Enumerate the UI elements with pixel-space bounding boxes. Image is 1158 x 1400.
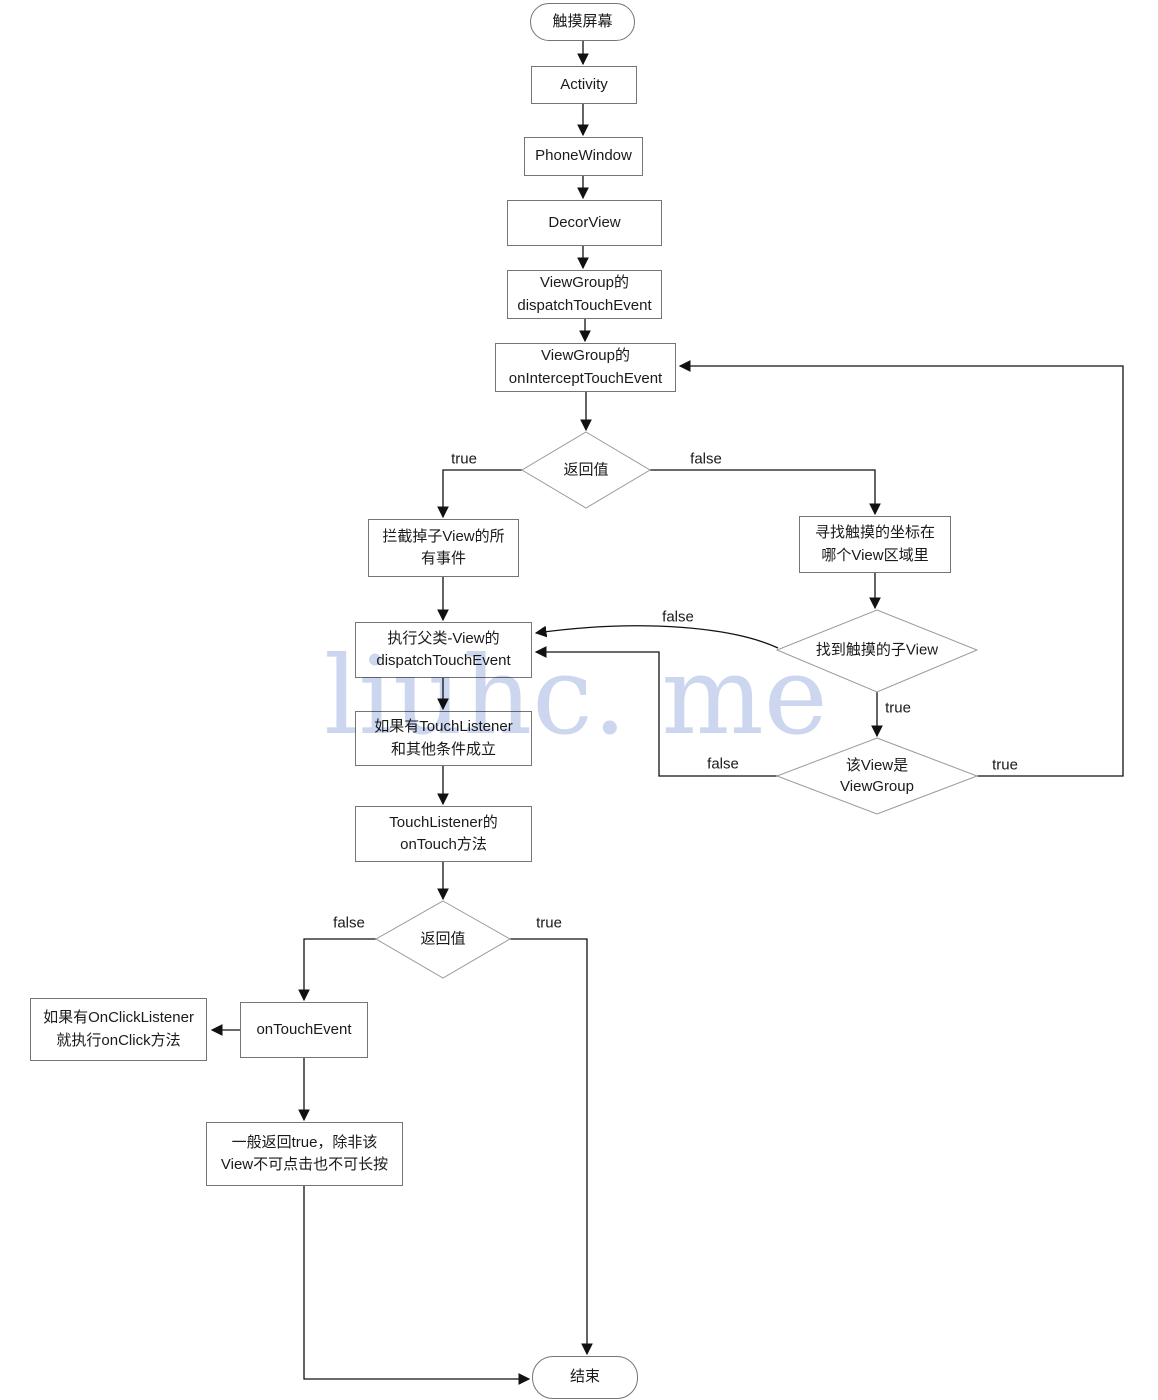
edge-isviewgroup-true-loop bbox=[678, 360, 1124, 777]
diamond-label-return-value-2: 返回值 bbox=[420, 930, 466, 948]
edge-label-foundchild-false: false bbox=[662, 608, 694, 626]
edge-defaulttrue-to-end bbox=[303, 1186, 531, 1385]
edge-label-returnvalue2-false: false bbox=[333, 914, 365, 932]
node-touchlistener-ontouch-method: TouchListener的 onTouch方法 bbox=[355, 806, 532, 862]
node-touch-screen: 触摸屏幕 bbox=[530, 3, 635, 41]
node-activity: Activity bbox=[531, 66, 637, 104]
node-viewgroup-dispatch-touch-event: ViewGroup的 dispatchTouchEvent bbox=[507, 270, 662, 319]
edge-isviewgroup-false bbox=[534, 646, 778, 777]
edge-label-returnvalue1-true: true bbox=[451, 450, 477, 468]
edge-returnvalue1-true bbox=[437, 469, 522, 519]
diamond-return-value-2 bbox=[374, 900, 512, 979]
node-intercept-all-child-events: 拦截掉子View的所 有事件 bbox=[368, 519, 519, 577]
edge-label-returnvalue2-true: true bbox=[536, 914, 562, 932]
diamond-is-viewgroup bbox=[775, 737, 979, 815]
node-find-touch-coords: 寻找触摸的坐标在 哪个View区域里 bbox=[799, 516, 951, 573]
node-has-touch-listener: 如果有TouchListener 和其他条件成立 bbox=[355, 711, 532, 766]
diamond-found-child-view bbox=[775, 609, 979, 693]
edge-label-isviewgroup-true: true bbox=[992, 756, 1018, 774]
node-phone-window: PhoneWindow bbox=[524, 137, 643, 176]
edge-label-returnvalue1-false: false bbox=[690, 450, 722, 468]
edge-returnvalue1-false bbox=[650, 469, 881, 516]
node-exec-parent-dispatch-touch-event: 执行父类-View的 dispatchTouchEvent bbox=[355, 622, 532, 678]
node-onclick-listener: 如果有OnClickListener 就执行onClick方法 bbox=[30, 998, 207, 1061]
edge-returnvalue2-false bbox=[298, 938, 376, 1002]
node-viewgroup-onintercept-touch-event: ViewGroup的 onInterceptTouchEvent bbox=[495, 343, 676, 392]
node-end: 结束 bbox=[532, 1356, 638, 1399]
node-on-touch-event: onTouchEvent bbox=[240, 1002, 368, 1058]
edge-foundchild-false-curve bbox=[534, 625, 779, 649]
diamond-return-value-1 bbox=[521, 431, 651, 509]
edge-label-isviewgroup-false: false bbox=[707, 755, 739, 773]
node-decor-view: DecorView bbox=[507, 200, 662, 246]
diamond-label-is-viewgroup: 该View是 ViewGroup bbox=[840, 757, 914, 795]
diamond-label-return-value-1: 返回值 bbox=[563, 461, 609, 479]
edge-label-foundchild-true: true bbox=[885, 699, 911, 717]
edge-returnvalue2-true bbox=[510, 938, 593, 1356]
node-default-return-true: 一般返回true，除非该 View不可点击也不可长按 bbox=[206, 1122, 403, 1186]
diamond-label-found-child-view: 找到触摸的子View bbox=[815, 641, 939, 659]
